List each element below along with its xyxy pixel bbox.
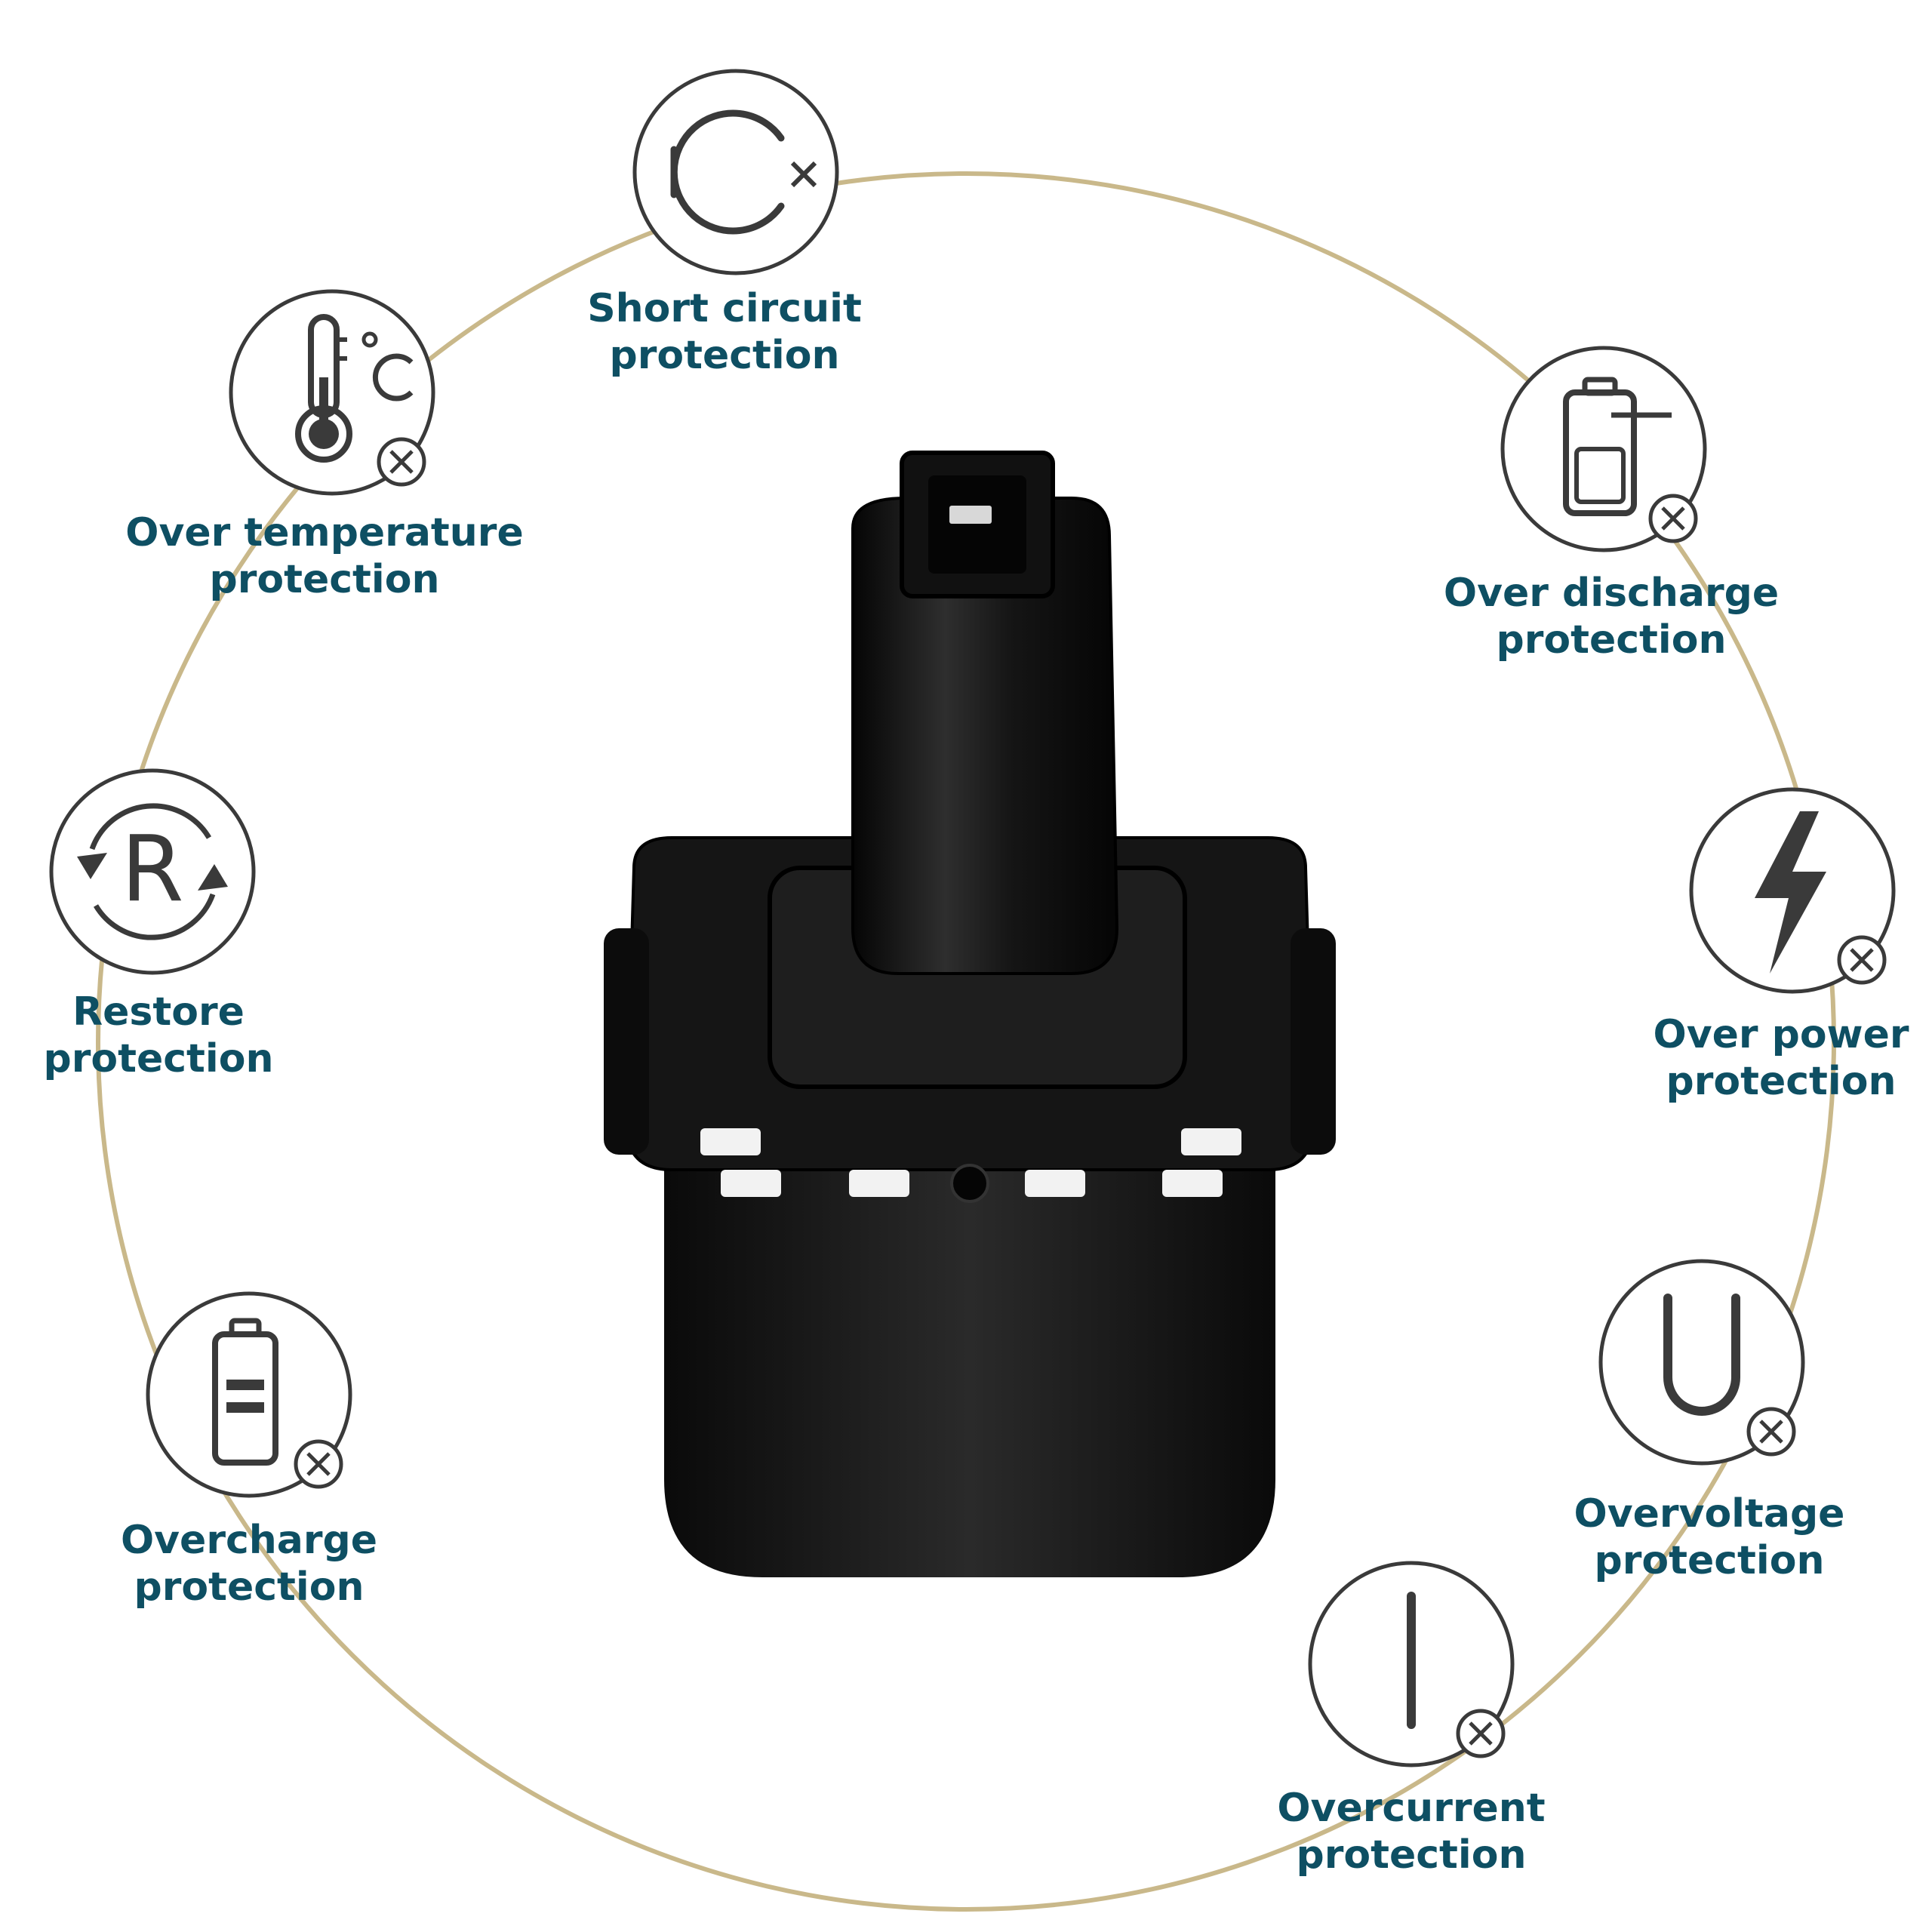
svg-text:R: R bbox=[121, 817, 183, 922]
feature-label: Over temperature protection bbox=[125, 510, 524, 602]
voltage-u-icon bbox=[1596, 1257, 1807, 1468]
thermometer-celsius-icon bbox=[226, 287, 438, 498]
feature-label: Over power protection bbox=[1653, 1012, 1909, 1104]
feature-label: Restore protection bbox=[43, 989, 274, 1081]
restore-r-icon: R bbox=[47, 766, 258, 977]
feature-label: Overcurrent protection bbox=[1277, 1786, 1546, 1878]
current-i-icon bbox=[1306, 1558, 1517, 1770]
battery-charge-icon bbox=[143, 1289, 355, 1500]
short-circuit-icon bbox=[630, 66, 841, 278]
feature-label: Overcharge protection bbox=[120, 1518, 378, 1610]
lightning-bolt-icon bbox=[1687, 785, 1898, 996]
battery-discharge-icon bbox=[1498, 343, 1709, 555]
feature-label: Over discharge protection bbox=[1443, 571, 1780, 663]
feature-label: Overvoltage protection bbox=[1574, 1491, 1845, 1583]
feature-label: Short circuit protection bbox=[587, 286, 862, 378]
battery-pack-image bbox=[604, 451, 1336, 1577]
